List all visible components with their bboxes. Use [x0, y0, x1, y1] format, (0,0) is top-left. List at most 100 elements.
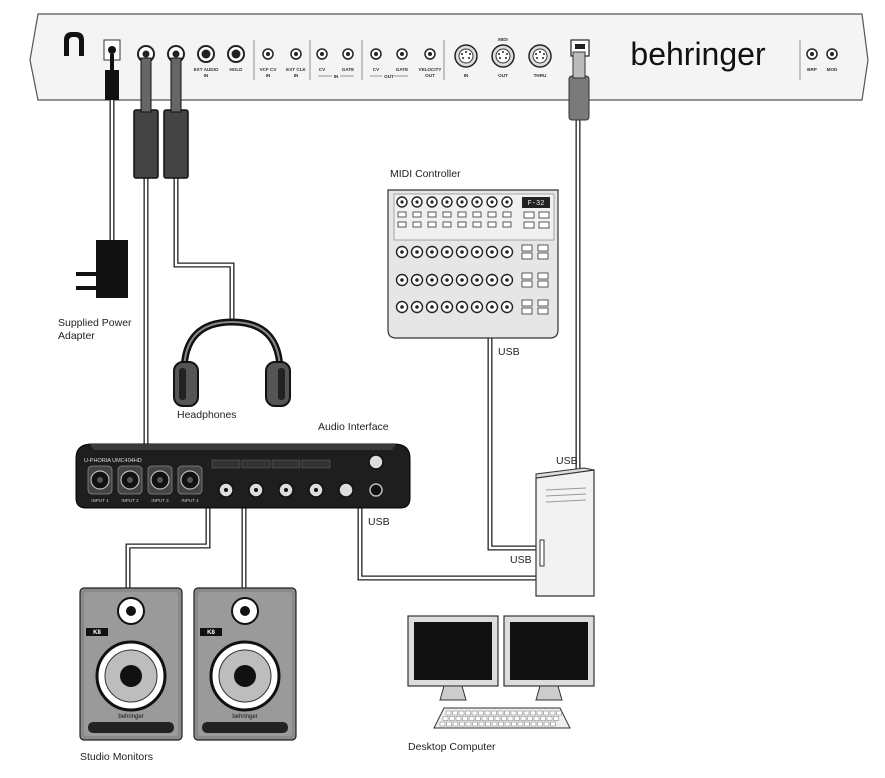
ext-clk-sub: IN	[294, 73, 299, 78]
controller-button	[397, 221, 407, 228]
controller-button	[537, 299, 549, 307]
cv-out-label: CV	[373, 67, 380, 72]
midi-in-label: IN	[464, 73, 469, 78]
ext-clk-label: EXT CLK	[286, 67, 306, 72]
controller-button	[537, 252, 549, 260]
controller-button	[521, 252, 533, 260]
midi-controller-display	[522, 197, 550, 208]
gate-out-label: GATE	[396, 67, 408, 72]
phones-plug	[163, 109, 189, 179]
midi-thru-port[interactable]	[528, 44, 552, 68]
velocity-out-jack[interactable]	[424, 48, 436, 60]
usb-label-audio-interface: USB	[368, 516, 390, 528]
monitor-badge-text: K8	[207, 630, 215, 636]
monitor-cable-left	[125, 508, 211, 590]
power-socket-icon	[64, 32, 84, 56]
midi-controller-label: MIDI Controller	[390, 168, 461, 180]
controller-button	[487, 221, 497, 228]
output-knob	[368, 454, 384, 470]
usb-label-computer: USB	[510, 554, 532, 566]
controller-button	[523, 221, 535, 229]
headphone-cable	[173, 176, 235, 325]
vcf-cv-jack[interactable]	[262, 48, 274, 60]
studio-monitors-label: Studio Monitors	[80, 751, 153, 763]
velocity-out-label: VELOCITY	[419, 67, 442, 72]
brp-label: BRP	[807, 67, 817, 72]
controller-button	[537, 280, 549, 288]
controller-button	[538, 211, 550, 219]
monitor-badge-text: K8	[93, 630, 101, 636]
hold-label: HOLD	[229, 67, 243, 72]
controller-button	[427, 211, 437, 218]
controller-button	[521, 244, 533, 252]
midi-controller: F-32	[387, 189, 559, 339]
monitor-screen-right	[503, 615, 595, 701]
mod-label: MOD	[827, 67, 838, 72]
vcf-cv-label: VCF CV	[260, 67, 278, 72]
controller-button	[502, 211, 512, 218]
controller-button	[472, 221, 482, 228]
midi-out-label: OUT	[498, 73, 508, 78]
hold-jack[interactable]	[227, 45, 245, 63]
controller-button	[412, 211, 422, 218]
desktop-computer	[407, 615, 595, 729]
controller-button	[442, 211, 452, 218]
cables	[109, 100, 581, 590]
cv-out-jack[interactable]	[370, 48, 382, 60]
gate-in-label: GATE	[342, 67, 354, 72]
studio-monitor: K8 behringer	[193, 587, 297, 741]
cable-plugs	[105, 51, 590, 179]
ext-audio-label: EXT AUDIO	[194, 67, 219, 72]
controller-button	[537, 272, 549, 280]
studio-monitor: K8 behringer	[79, 587, 183, 741]
controller-button	[537, 244, 549, 252]
in-group-label: IN	[334, 74, 339, 79]
power-adapter-label-line1: Supplied Power	[58, 317, 132, 329]
controller-button	[397, 211, 407, 218]
controller-button	[521, 272, 533, 280]
controller-button	[521, 280, 533, 288]
controller-button	[523, 211, 535, 219]
controller-button	[487, 211, 497, 218]
gate-out-jack[interactable]	[396, 48, 408, 60]
controller-button	[457, 211, 467, 218]
controller-button	[472, 211, 482, 218]
mix-knob	[338, 482, 354, 498]
cv-in-jack[interactable]	[316, 48, 328, 60]
midi-out-port[interactable]	[491, 44, 515, 68]
monitor-brand: behringer	[118, 714, 143, 720]
synth-rear-panel: EXT AUDIO IN HOLD VCF CV IN EXT CLK IN C…	[29, 13, 869, 101]
computer-tower	[535, 467, 595, 597]
computer-power-button	[539, 539, 545, 567]
midi-in-port[interactable]	[454, 44, 478, 68]
controller-button	[412, 221, 422, 228]
out-group-label: OUT	[384, 74, 394, 79]
brp-jack[interactable]	[806, 48, 818, 60]
controller-button	[457, 221, 467, 228]
controller-button	[538, 221, 550, 229]
velocity-out-sub: OUT	[425, 73, 435, 78]
input-channel-label: INPUT 1	[91, 498, 109, 503]
ext-clk-jack[interactable]	[290, 48, 302, 60]
mod-jack[interactable]	[826, 48, 838, 60]
controller-button	[502, 221, 512, 228]
audio-interface-usb-cable	[357, 508, 536, 581]
ext-audio-jack[interactable]	[197, 45, 215, 63]
gate-in-jack[interactable]	[342, 48, 354, 60]
cv-in-label: CV	[319, 67, 326, 72]
controller-button	[537, 307, 549, 315]
brand-logo: behringer	[630, 36, 766, 72]
headphones-icon	[173, 318, 291, 407]
midi-controller-usb-cable	[487, 337, 536, 551]
input-channel-label: INPUT 4	[181, 498, 199, 503]
monitor-brand: behringer	[232, 714, 257, 720]
svg-text:F-32: F-32	[528, 200, 545, 208]
midi-title: MIDI	[498, 37, 508, 42]
controller-button	[521, 307, 533, 315]
monitor-badge	[200, 628, 222, 636]
controller-button	[427, 221, 437, 228]
phones-output-jack	[369, 483, 383, 497]
